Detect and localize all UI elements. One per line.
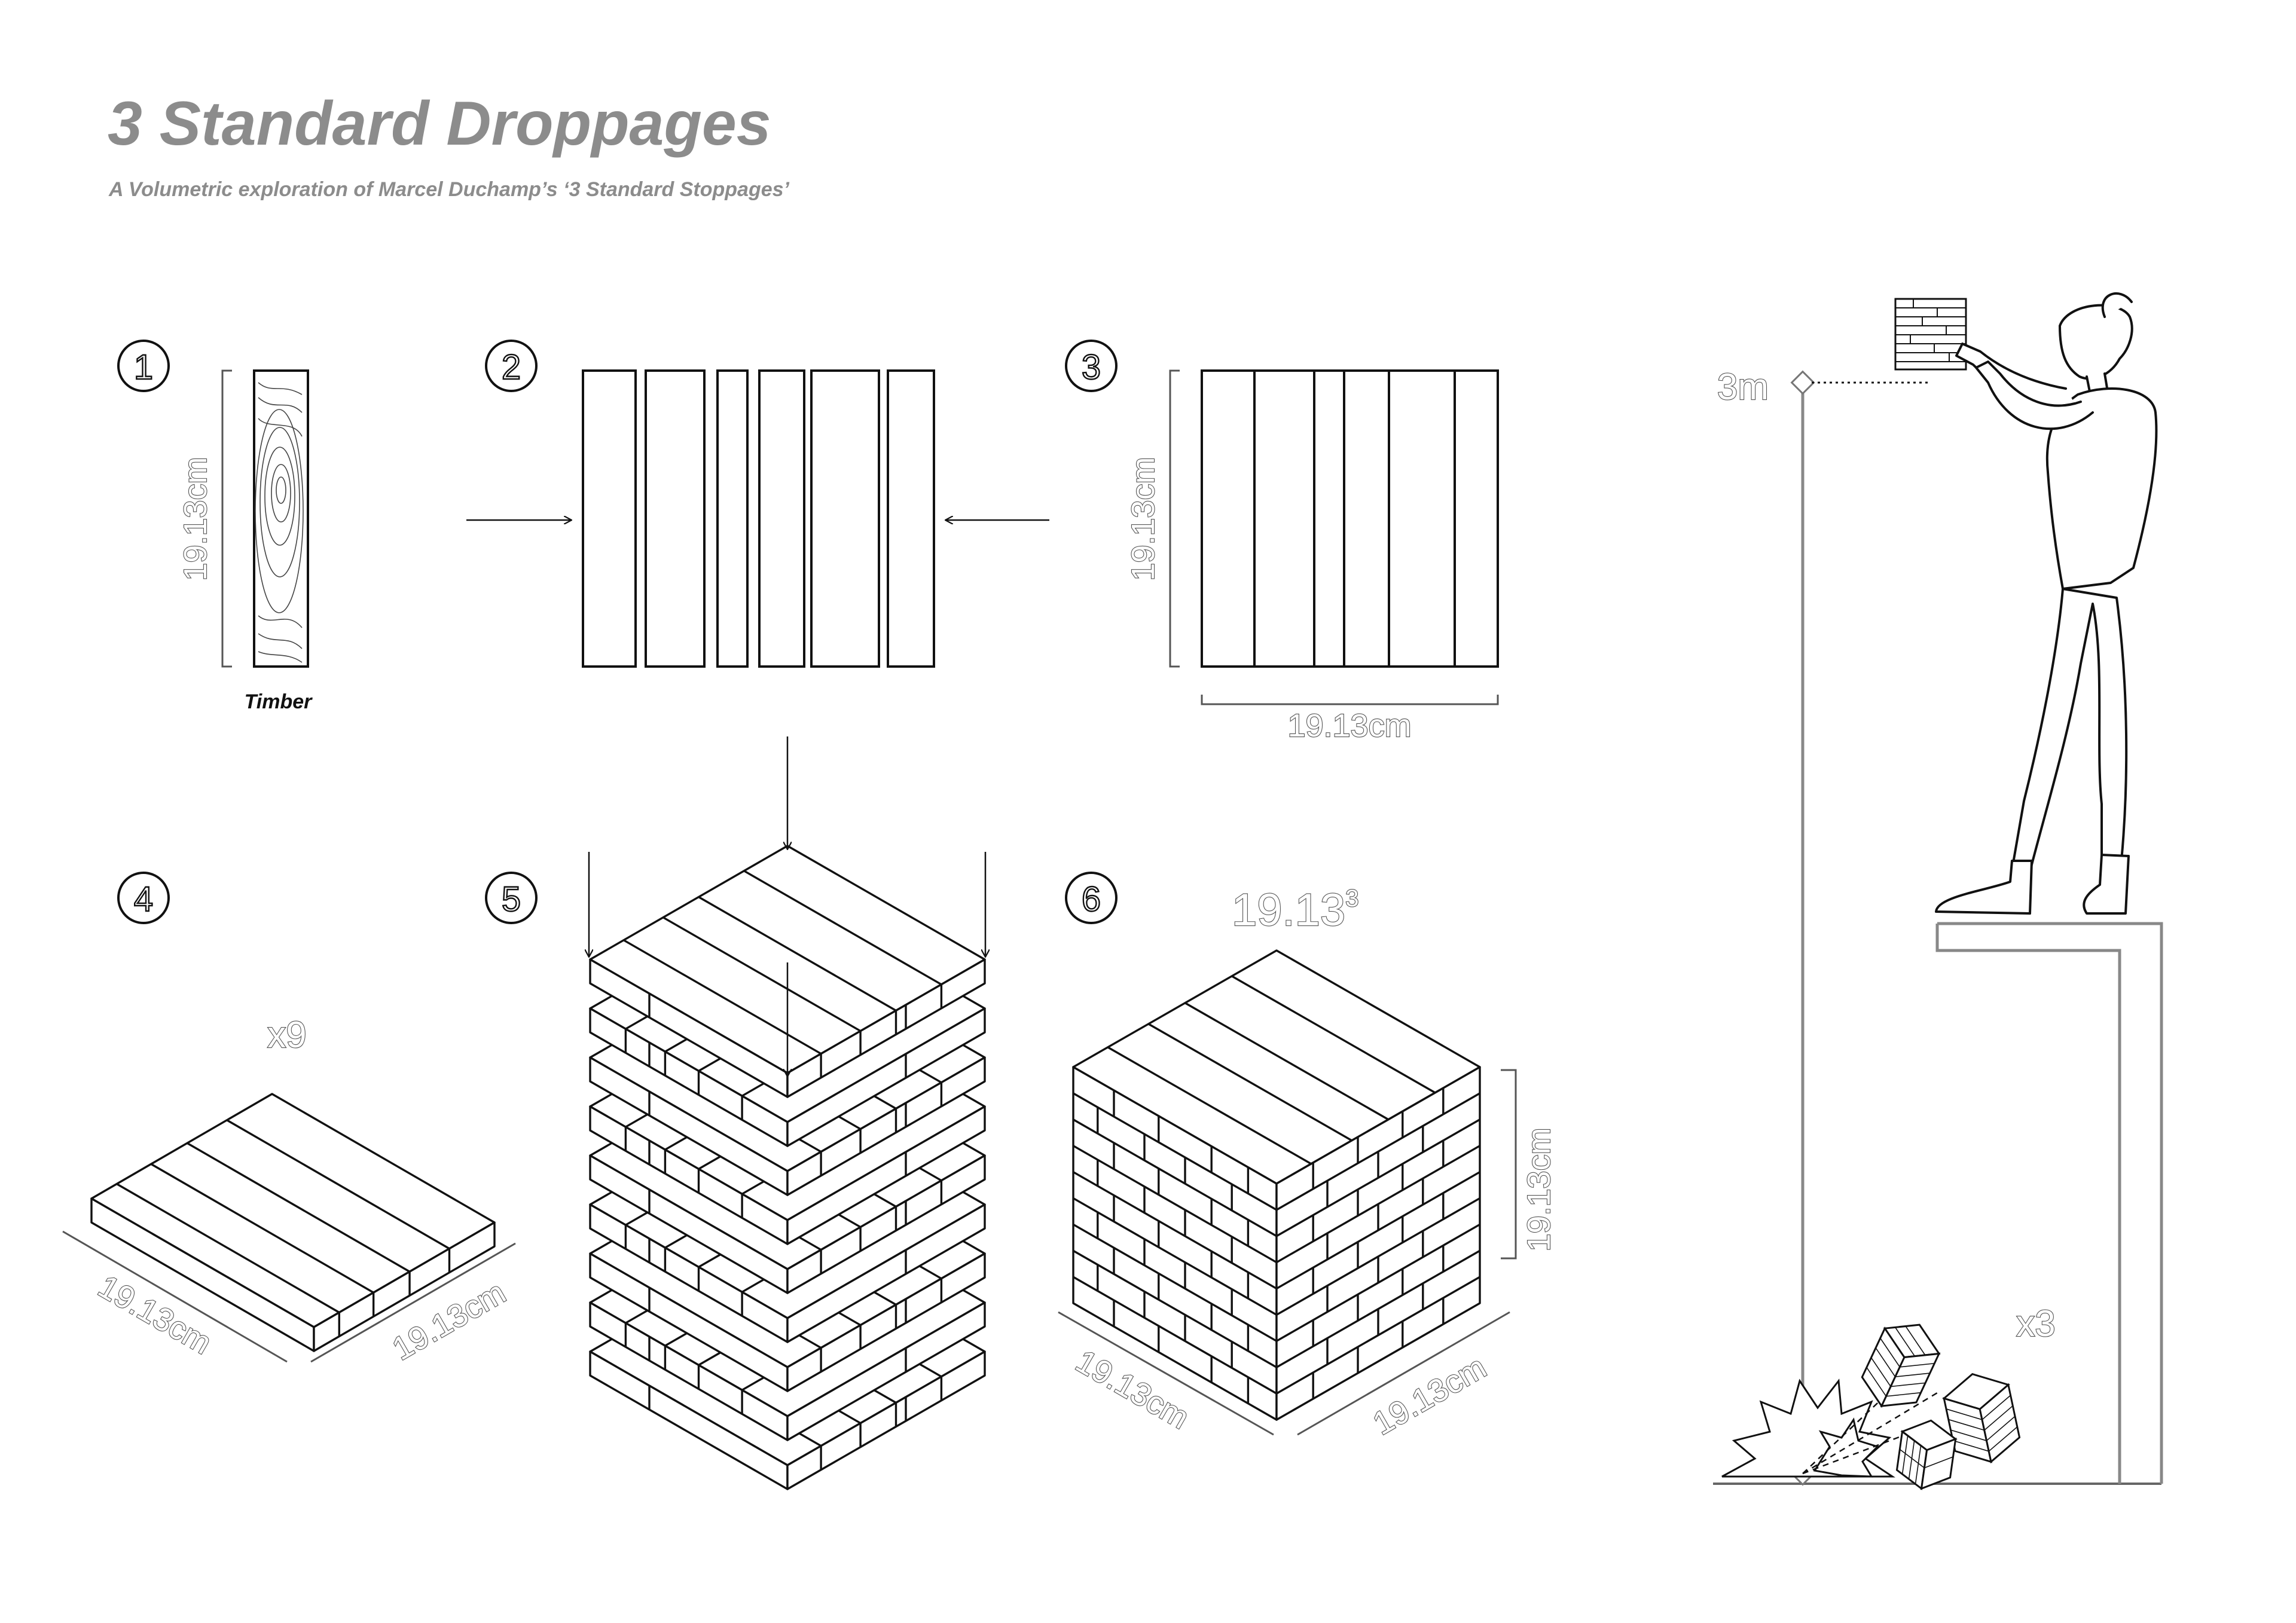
cube-volume-label: 19.133 xyxy=(1232,885,1358,936)
plank xyxy=(810,369,880,668)
step-6-height-bracket xyxy=(1501,1069,1517,1260)
step-1-circle xyxy=(117,340,170,392)
step-4: 4 x9 19.13cm 19.13cm xyxy=(62,872,516,1368)
step-4-circle xyxy=(117,872,170,924)
step-5: 5 xyxy=(485,736,986,1490)
step-6-number: 6 xyxy=(1082,880,1101,919)
step-3-height-bracket xyxy=(1169,369,1180,668)
person-right-arm xyxy=(1975,360,2094,430)
step-3-width-bracket xyxy=(1201,695,1499,705)
impact-burst-icon xyxy=(1721,1379,1895,1478)
step-3-height-label: 19.13cm xyxy=(1125,457,1161,580)
landed-cube xyxy=(1942,1373,2021,1464)
square-panel xyxy=(1201,369,1499,668)
step-2-circle xyxy=(485,340,538,392)
person-right-boot xyxy=(2083,854,2130,915)
step-3-circle xyxy=(1065,340,1118,392)
step-5-circle xyxy=(485,872,538,924)
cube-body xyxy=(1072,949,1481,1421)
volume-value: 19.13 xyxy=(1232,885,1345,936)
person-hair-bun xyxy=(2101,292,2133,318)
volume-exponent: 3 xyxy=(1345,885,1358,912)
person-legs xyxy=(2011,588,2128,873)
page-subtitle: A Volumetric exploration of Marcel Ducha… xyxy=(109,178,789,201)
timber-layer xyxy=(589,845,986,1098)
drop-multiplier: x3 xyxy=(2016,1303,2055,1344)
step-6-dimension-line-b xyxy=(1297,1311,1510,1436)
plank xyxy=(645,369,706,668)
plank xyxy=(887,369,935,668)
step-4-multiplier: x9 xyxy=(267,1014,306,1056)
tumbling-cube xyxy=(1861,1324,1941,1408)
landed-cube xyxy=(1895,1419,1958,1490)
isometric-cube xyxy=(1072,949,1481,1421)
person-head xyxy=(2059,304,2133,380)
step-3: 3 19.13cm 19.13cm xyxy=(1065,340,1499,744)
step-6-dimension-line-a xyxy=(1058,1311,1274,1436)
plank xyxy=(758,369,805,668)
exploded-stack xyxy=(589,845,986,1490)
step-1-dimension-bracket xyxy=(221,369,232,668)
height-marker-top xyxy=(1790,370,1815,395)
held-cube xyxy=(1894,298,1967,371)
timber-layer xyxy=(90,1093,496,1352)
timber-label: Timber xyxy=(245,690,313,713)
step-4-dimension-line-b xyxy=(310,1242,516,1363)
step-1-number: 1 xyxy=(134,348,153,387)
step-6-height-label: 19.13cm xyxy=(1521,1127,1557,1251)
cut-planks xyxy=(582,369,935,668)
person-left-boot xyxy=(1935,860,2033,915)
step-1-dimension-label: 19.13cm xyxy=(178,457,213,580)
step-1: 1 19.13cm Timber xyxy=(117,340,313,713)
step-3-number: 3 xyxy=(1082,348,1101,387)
step-4-number: 4 xyxy=(134,880,153,919)
plank xyxy=(716,369,749,668)
plank xyxy=(582,369,637,668)
step-2-number: 2 xyxy=(502,348,521,387)
isometric-layer xyxy=(90,1093,496,1352)
person-torso xyxy=(2045,387,2158,590)
page-title: 3 Standard Droppages xyxy=(108,89,771,158)
wood-grain xyxy=(255,382,304,663)
drop-height-label: 3m xyxy=(1717,366,1769,408)
panel-seams xyxy=(1253,371,1456,667)
step-4-dimension-line-a xyxy=(62,1230,288,1363)
step-6-circle xyxy=(1065,872,1118,924)
timber-piece xyxy=(253,369,309,668)
step-6-side-b-label: 19.13cm xyxy=(1367,1349,1492,1442)
step-3-width-label: 19.13cm xyxy=(1287,708,1411,744)
person-figure xyxy=(1935,292,2158,915)
step-5-number: 5 xyxy=(502,880,521,919)
step-2: 2 xyxy=(485,340,935,668)
fallen-cubes xyxy=(1861,1324,2021,1490)
step-6: 6 19.133 19.13cm 19.13cm 19.13cm xyxy=(1058,872,1558,1442)
drop-scene: 3m xyxy=(1713,292,2163,1490)
